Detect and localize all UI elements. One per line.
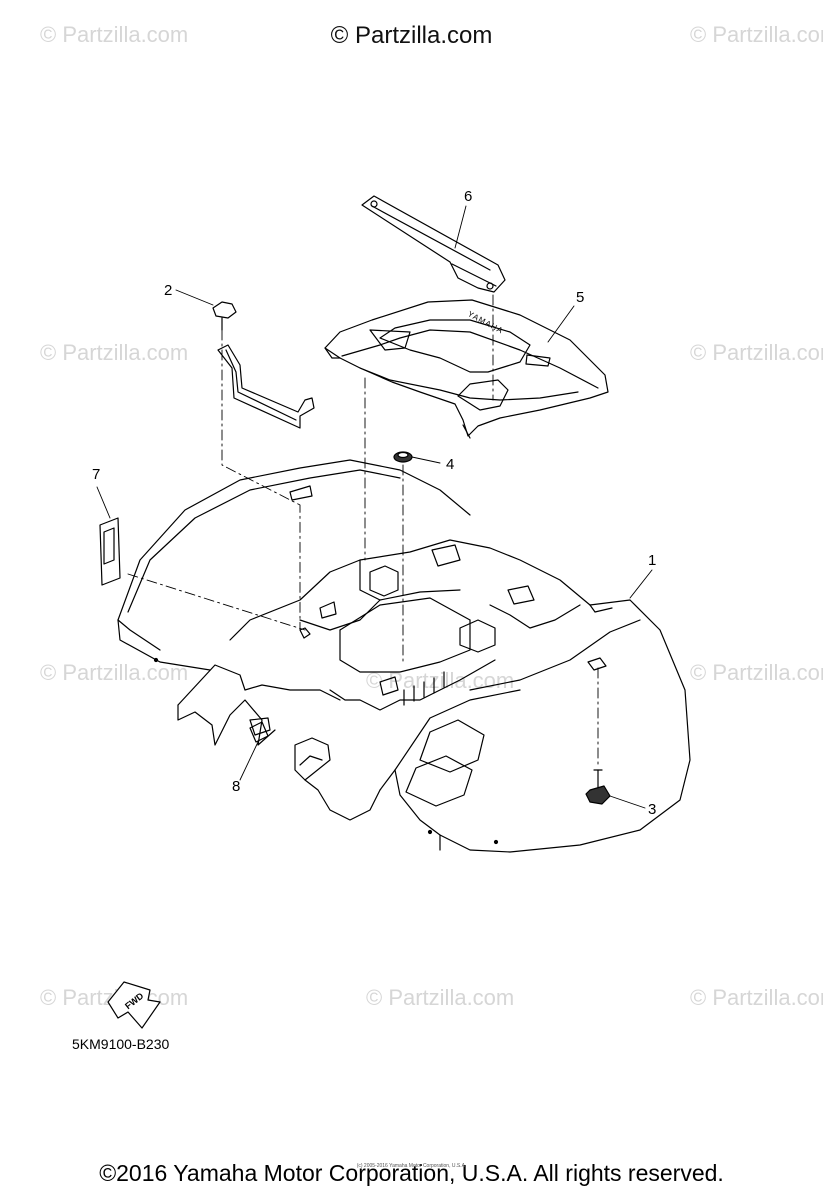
partzilla-watermark: © Partzilla.com: [690, 340, 823, 365]
assembly-lines: [127, 294, 599, 769]
part-5-rear-cover: [324, 299, 609, 439]
diagram-part-code: 5KM9100-B230: [72, 1036, 170, 1052]
callout-1: 1: [648, 552, 657, 569]
partzilla-watermark: © Partzilla.com: [40, 340, 189, 365]
partzilla-watermark-main: © Partzilla.com: [330, 22, 493, 49]
copyright-notice: ©2016 Yamaha Motor Corporation, U.S.A. A…: [99, 1160, 724, 1186]
partzilla-watermark: © Partzilla.com: [40, 22, 189, 47]
fwd-arrow-icon: [107, 981, 161, 1029]
part-3-bolt: [585, 769, 611, 805]
partzilla-watermark: © Partzilla.com: [690, 985, 823, 1010]
fine-print-notice: (c) 2005-2016 Yamaha Motor Corporation, …: [356, 1163, 467, 1169]
partzilla-watermark: © Partzilla.com: [690, 660, 823, 685]
callout-4: 4: [446, 456, 455, 473]
part-6-carrier-strip: [361, 195, 506, 293]
callout-8: 8: [232, 778, 241, 795]
partzilla-watermark: © Partzilla.com: [690, 22, 823, 47]
leader-lines: [96, 205, 653, 809]
partzilla-watermark: © Partzilla.com: [40, 660, 189, 685]
part-4-grommet: [393, 451, 413, 463]
part-7-decal: [99, 517, 121, 586]
callout-3: 3: [648, 801, 657, 818]
part-2-bolt-and-bracket: [212, 301, 315, 429]
part-8-clip: [249, 721, 269, 743]
callout-7: 7: [92, 466, 101, 483]
partzilla-watermark: © Partzilla.com: [366, 985, 515, 1010]
callout-5: 5: [576, 289, 585, 306]
callout-2: 2: [164, 282, 173, 299]
callout-6: 6: [464, 188, 473, 205]
part-1-rear-fender: [117, 459, 691, 853]
